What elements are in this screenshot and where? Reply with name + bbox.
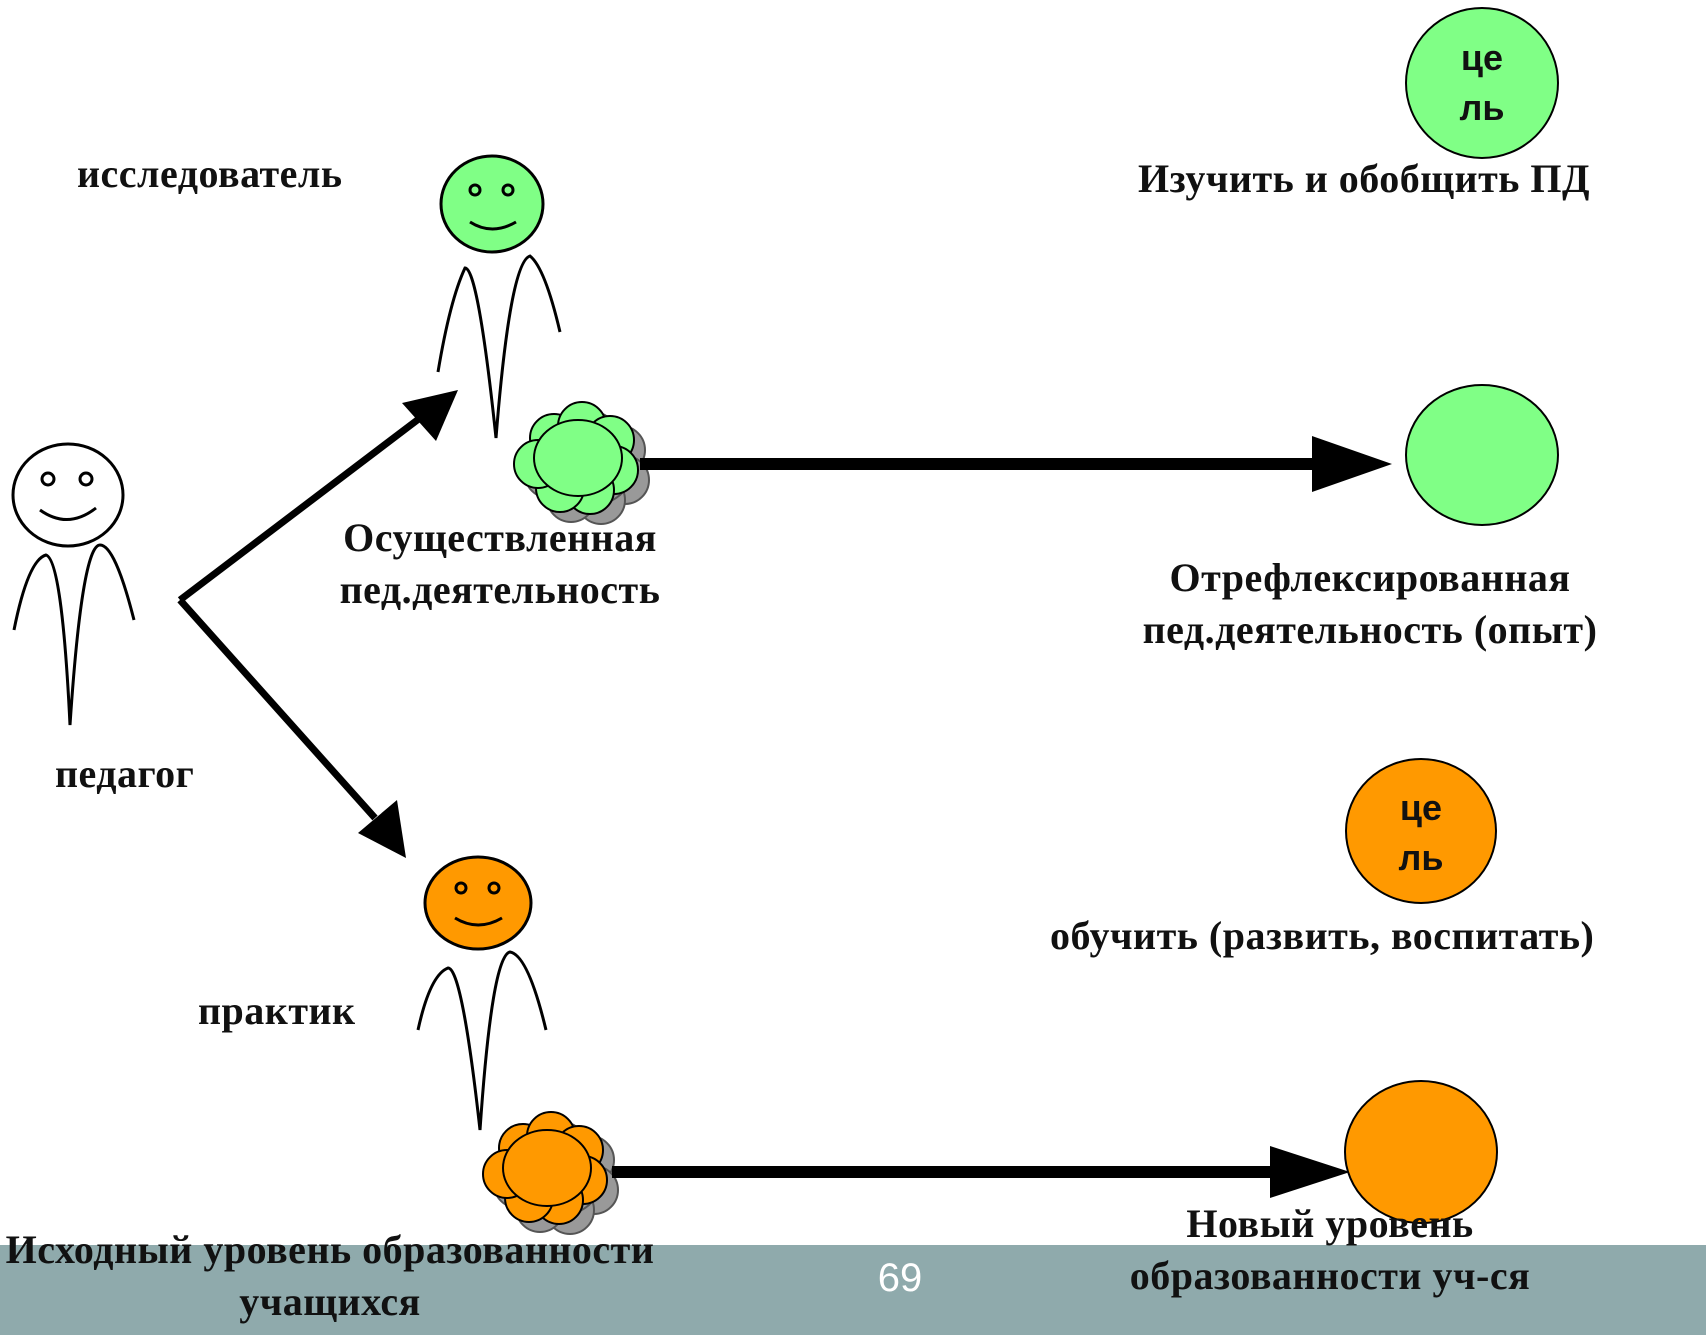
teacher-figure [11, 442, 136, 726]
initial-level-label: Исходный уровень образованности учащихся [0, 1224, 740, 1328]
realized-activity-label: Осуществленная пед.деятельность [280, 512, 720, 616]
researcher-label: исследователь [77, 151, 343, 196]
reflected-activity-line: пед.деятельность (опыт) [1142, 607, 1598, 652]
researcher-body [436, 254, 562, 439]
arrow-to-researcher [177, 390, 458, 603]
goal-badge-line1: це [1461, 37, 1503, 78]
reflected-activity-line: Отрефлексированная [1169, 555, 1571, 600]
page-number: 69 [877, 1256, 923, 1300]
new-level-line: образованности уч-ся [1129, 1253, 1531, 1298]
new-level-label: Новый уровень образованности уч-ся [1040, 1198, 1620, 1302]
realized-activity-line: пед.деятельность [339, 567, 661, 612]
goal-badge-line1: це [1400, 787, 1442, 828]
goal-badge-line2: ль [1460, 87, 1505, 128]
teacher-head [11, 442, 125, 548]
practitioner-figure [416, 855, 548, 1131]
reflected-activity-circle [1405, 384, 1559, 526]
realized-activity-line: Осуществленная [343, 515, 657, 560]
goal-practice-badge: це ль [1345, 758, 1497, 904]
practitioner-label: практик [198, 988, 356, 1033]
realized-activity-cloud [513, 401, 650, 525]
arrow-to-reflected-activity [640, 436, 1392, 492]
arrow-to-new-level [612, 1146, 1350, 1198]
initial-level-cloud [482, 1111, 619, 1235]
goal-research-badge: це ль [1405, 7, 1559, 159]
footer-bar [0, 1245, 1706, 1335]
practitioner-body [416, 950, 548, 1131]
researcher-figure [436, 154, 562, 439]
arrow-to-practitioner [177, 597, 406, 858]
initial-level-line: Исходный уровень образованности [5, 1227, 655, 1272]
teacher-body [12, 543, 136, 726]
goal-research-label: Изучить и обобщить ПД [1138, 156, 1591, 201]
goal-practice-label: обучить (развить, воспитать) [1050, 913, 1595, 958]
researcher-head [439, 154, 545, 254]
new-level-circle [1344, 1080, 1498, 1224]
new-level-line: Новый уровень [1186, 1201, 1474, 1246]
teacher-label: педагог [55, 751, 195, 796]
goal-badge-line2: ль [1399, 837, 1444, 878]
initial-level-line: учащихся [239, 1279, 421, 1324]
reflected-activity-label: Отрефлексированная пед.деятельность (опы… [1080, 552, 1660, 656]
practitioner-head [423, 855, 533, 951]
